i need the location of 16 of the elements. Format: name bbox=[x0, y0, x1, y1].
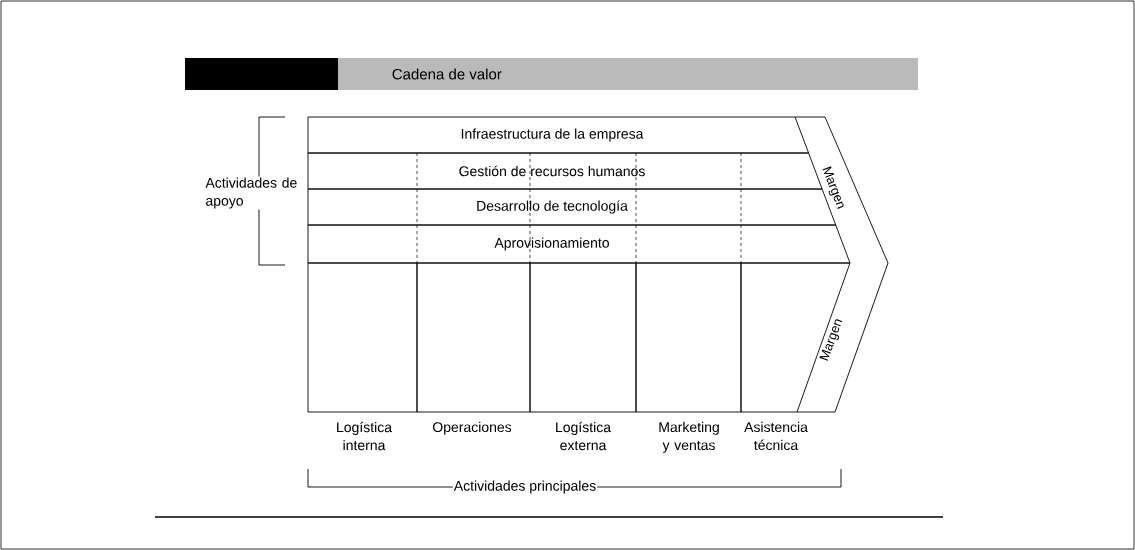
activity-band: Gestión de recursos humanos bbox=[307, 152, 823, 190]
activity-column: Logística interna bbox=[307, 262, 418, 451]
node-label: Logística externa bbox=[556, 421, 612, 451]
activity-column: Marketing y ventas bbox=[635, 262, 742, 453]
title-bar: Cadena de valor bbox=[185, 58, 918, 90]
activity-band: Aprovisionamiento bbox=[307, 224, 851, 264]
node-label: Asistencia técnica bbox=[744, 421, 808, 451]
bracket-label: Actividades de apoyo bbox=[204, 176, 299, 210]
node-label: Operaciones bbox=[432, 421, 512, 435]
node-label: Logística interna bbox=[337, 421, 393, 451]
bracket-label: Actividades principales bbox=[452, 479, 598, 495]
activity-column: Logística externa bbox=[529, 262, 637, 451]
activity-band: Infraestructura de la empresa bbox=[307, 116, 810, 154]
activity-column: Operaciones bbox=[416, 262, 531, 435]
node-label: Marketing y ventas bbox=[659, 421, 719, 453]
margin-label: Margen bbox=[822, 166, 844, 209]
